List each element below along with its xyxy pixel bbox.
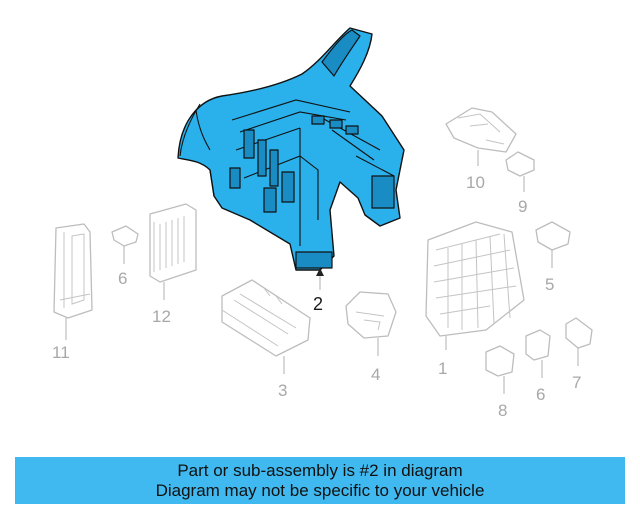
label-part-3[interactable]: 3 bbox=[278, 381, 287, 400]
parts-diagram: 2 11 6 12 3 4 10 9 bbox=[52, 27, 593, 420]
part-12-fuse-module[interactable] bbox=[149, 203, 197, 283]
part-4-bracket[interactable] bbox=[345, 291, 397, 339]
part-6-right-relay[interactable] bbox=[525, 329, 551, 361]
part-7-fuse[interactable] bbox=[565, 317, 593, 349]
label-part-8[interactable]: 8 bbox=[498, 401, 507, 420]
part-9-relay[interactable] bbox=[505, 151, 535, 177]
banner-line-1: Part or sub-assembly is #2 in diagram bbox=[177, 461, 463, 480]
label-part-11[interactable]: 11 bbox=[52, 343, 70, 362]
label-part-9[interactable]: 9 bbox=[518, 197, 527, 216]
label-part-6-right[interactable]: 6 bbox=[536, 385, 545, 404]
part-5-relay[interactable] bbox=[535, 221, 571, 251]
part-10-connector[interactable] bbox=[445, 107, 517, 153]
label-part-4[interactable]: 4 bbox=[371, 365, 380, 384]
label-part-1[interactable]: 1 bbox=[438, 359, 447, 378]
part-2-bracket[interactable] bbox=[177, 27, 405, 271]
part-8-relay[interactable] bbox=[485, 345, 515, 377]
label-part-6-left[interactable]: 6 bbox=[118, 269, 127, 288]
label-part-5[interactable]: 5 bbox=[545, 275, 554, 294]
part-11-relay-holder[interactable] bbox=[53, 223, 93, 319]
banner-line-2: Diagram may not be specific to your vehi… bbox=[155, 481, 485, 500]
part-3-cover[interactable] bbox=[221, 279, 311, 357]
part-6-left-relay[interactable] bbox=[111, 225, 139, 247]
info-banner: Part or sub-assembly is #2 in diagram Di… bbox=[15, 457, 625, 504]
label-part-2[interactable]: 2 bbox=[313, 294, 323, 314]
label-part-12[interactable]: 12 bbox=[152, 307, 171, 326]
label-part-7[interactable]: 7 bbox=[572, 373, 581, 392]
part-1-fuse-box[interactable] bbox=[425, 221, 525, 337]
label-part-10[interactable]: 10 bbox=[466, 173, 485, 192]
